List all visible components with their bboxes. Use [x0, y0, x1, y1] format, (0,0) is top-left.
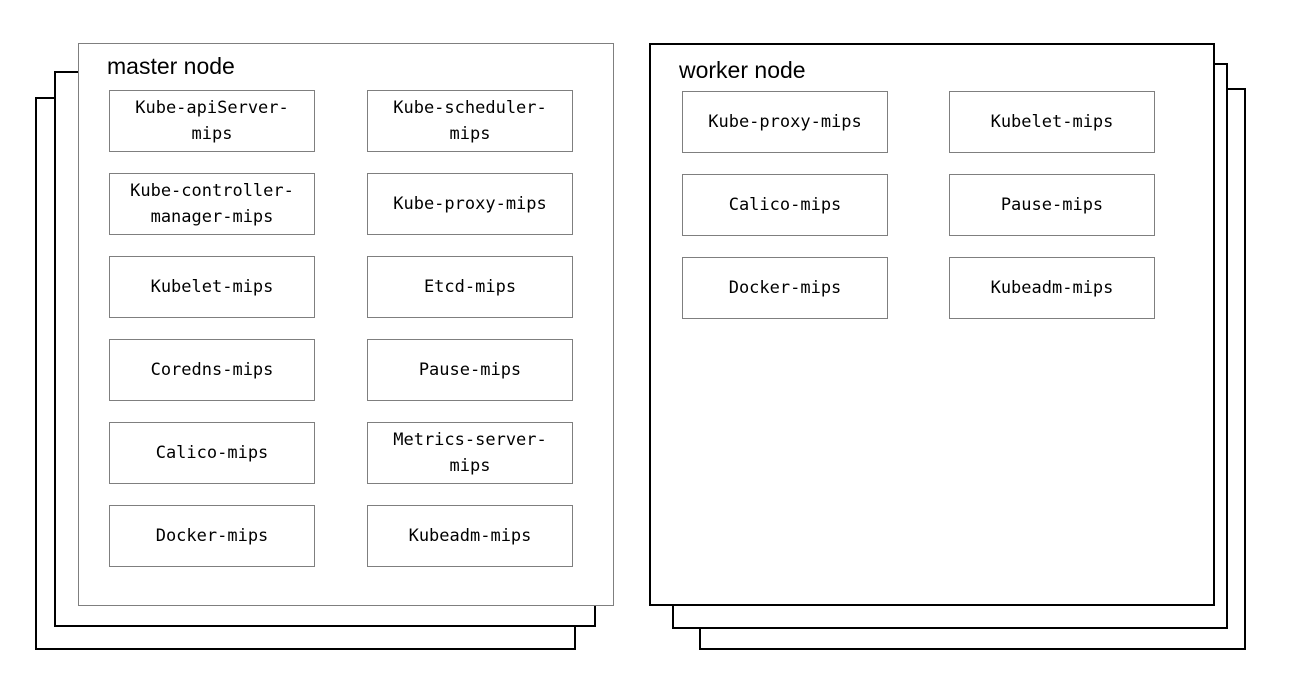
component-box: Kube-scheduler-mips — [367, 90, 573, 152]
worker-node-title: worker node — [679, 57, 806, 83]
master-node-component-grid: Kube-apiServer-mips Kube-scheduler-mips … — [109, 90, 573, 567]
worker-node-component-grid: Kube-proxy-mips Kubelet-mips Calico-mips… — [682, 91, 1155, 319]
component-box: Kubeadm-mips — [949, 257, 1155, 319]
component-box: Coredns-mips — [109, 339, 315, 401]
component-box: Pause-mips — [367, 339, 573, 401]
component-box: Calico-mips — [682, 174, 888, 236]
component-box: Etcd-mips — [367, 256, 573, 318]
component-box: Kubelet-mips — [949, 91, 1155, 153]
component-box: Kube-apiServer-mips — [109, 90, 315, 152]
component-box: Kubeadm-mips — [367, 505, 573, 567]
component-box: Kubelet-mips — [109, 256, 315, 318]
component-box: Kube-proxy-mips — [367, 173, 573, 235]
component-box: Calico-mips — [109, 422, 315, 484]
component-box: Docker-mips — [682, 257, 888, 319]
component-box: Pause-mips — [949, 174, 1155, 236]
master-node-panel: master node Kube-apiServer-mips Kube-sch… — [78, 43, 614, 606]
component-box: Metrics-server-mips — [367, 422, 573, 484]
master-node-title: master node — [107, 53, 235, 79]
worker-node-panel: worker node Kube-proxy-mips Kubelet-mips… — [649, 43, 1215, 606]
component-box: Kube-proxy-mips — [682, 91, 888, 153]
component-box: Docker-mips — [109, 505, 315, 567]
component-box: Kube-controller-manager-mips — [109, 173, 315, 235]
